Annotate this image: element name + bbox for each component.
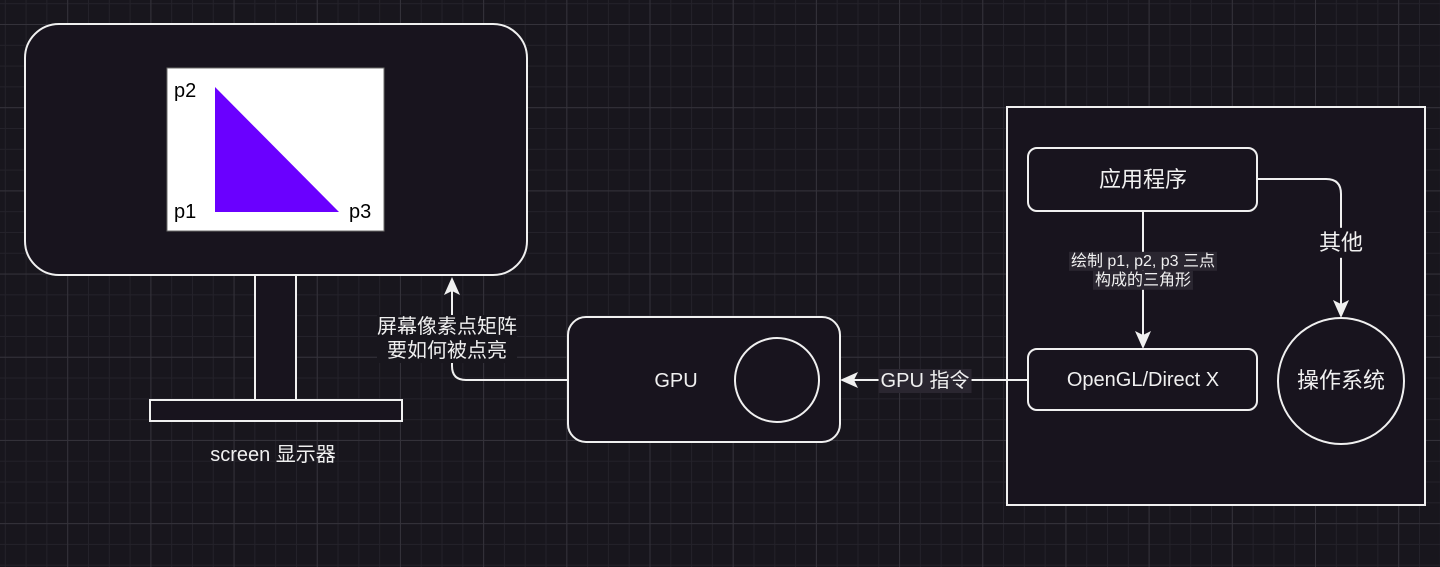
app-label: 应用程序 xyxy=(1098,166,1188,192)
edge-app-to-os[interactable] xyxy=(1257,178,1342,306)
edge-label-app-to-api: 绘制 p1, p2, p3 三点 构成的三角形 xyxy=(1068,251,1218,291)
triangle-shape xyxy=(215,87,339,212)
edge-label-line2: 要如何被点亮 xyxy=(387,340,507,362)
arrowhead-icon xyxy=(840,372,858,388)
point-label-p2: p2 xyxy=(174,80,197,102)
edge-label-line2: 构成的三角形 xyxy=(1092,271,1194,291)
edge-label-app-to-os: 其他 xyxy=(1318,227,1364,259)
monitor-label: screen 显示器 xyxy=(210,444,336,466)
arrowhead-icon xyxy=(444,277,460,295)
monitor-stand[interactable] xyxy=(254,274,297,401)
point-label-p3: p3 xyxy=(349,201,372,223)
gpu-chip-circle[interactable] xyxy=(734,337,820,423)
os-label: 操作系统 xyxy=(1296,367,1386,393)
point-label-p1: p1 xyxy=(174,201,197,223)
gpu-label: GPU xyxy=(654,370,698,392)
edge-label-line1: 绘制 p1, p2, p3 三点 xyxy=(1068,251,1218,271)
edge-label-api-to-gpu: GPU 指令 xyxy=(878,369,972,393)
arrowhead-icon xyxy=(1333,300,1349,318)
edge-label-gpu-to-screen: 屏幕像素点矩阵 要如何被点亮 xyxy=(377,315,517,363)
monitor-base[interactable] xyxy=(149,399,403,422)
api-label: OpenGL/Direct X xyxy=(1066,369,1220,391)
edge-gpu-to-screen[interactable] xyxy=(451,290,568,381)
arrowhead-icon xyxy=(1135,331,1151,349)
edge-label-line1: 屏幕像素点矩阵 xyxy=(377,316,517,338)
